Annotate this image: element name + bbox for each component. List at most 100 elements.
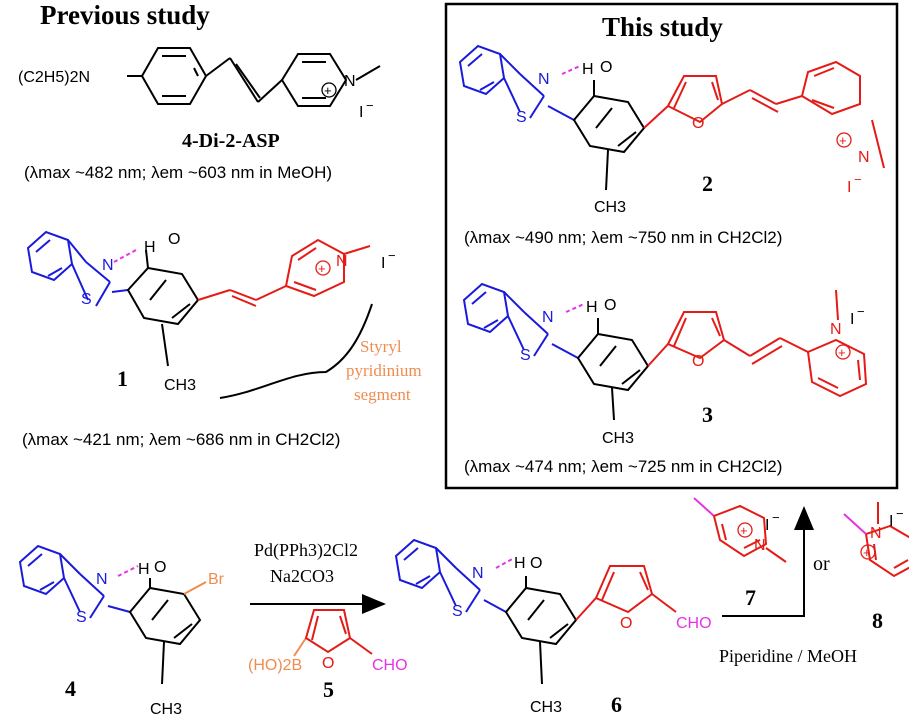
svg-text:O: O bbox=[154, 559, 166, 576]
cmpd5-label: 5 bbox=[323, 677, 334, 702]
svg-text:I: I bbox=[765, 517, 769, 534]
base-label: Na2CO3 bbox=[270, 566, 334, 586]
svg-text:CH3: CH3 bbox=[602, 430, 634, 447]
svg-text:N: N bbox=[858, 149, 870, 166]
cmpd2-label: 2 bbox=[702, 171, 713, 196]
svg-text:S: S bbox=[520, 347, 531, 364]
svg-text:N: N bbox=[102, 257, 114, 274]
svg-text:+: + bbox=[863, 545, 871, 560]
heading-previous-study: Previous study bbox=[40, 0, 210, 30]
cmpd5-labels: (HO)2B O CHO bbox=[248, 655, 408, 674]
svg-text:I: I bbox=[889, 513, 893, 530]
cmpd1-label: 1 bbox=[117, 366, 128, 391]
svg-text:H: H bbox=[138, 561, 150, 578]
svg-text:O: O bbox=[600, 59, 612, 76]
svg-text:S: S bbox=[81, 291, 92, 308]
svg-text:−: − bbox=[772, 510, 780, 525]
svg-text:(HO)2B: (HO)2B bbox=[248, 657, 302, 674]
asp-iodide: I bbox=[359, 104, 363, 121]
svg-text:N: N bbox=[538, 71, 550, 88]
asp-structure bbox=[127, 47, 381, 107]
styryl-segment-label: Styryl pyridinium segment bbox=[346, 337, 422, 404]
cmpd8-structure bbox=[843, 502, 909, 578]
svg-text:S: S bbox=[76, 609, 87, 626]
cmpd7-structure bbox=[693, 497, 787, 563]
cmpd7-labels: + N I − bbox=[737, 510, 780, 554]
svg-text:N: N bbox=[870, 525, 882, 542]
svg-text:segment: segment bbox=[354, 385, 411, 404]
svg-text:CH3: CH3 bbox=[164, 377, 196, 394]
asp-name: 4-Di-2-ASP bbox=[182, 130, 280, 152]
cmpd1-labels: N H O S CH3 + N I − bbox=[81, 231, 396, 394]
svg-text:H: H bbox=[582, 61, 594, 78]
cmpd2-structure bbox=[458, 44, 885, 191]
cmpd3-labels: N H O S O CH3 N + I − bbox=[520, 297, 865, 447]
asp-amine-label: (C2H5)2N bbox=[18, 69, 90, 86]
cmpd4-structure bbox=[18, 544, 207, 685]
svg-text:H: H bbox=[514, 555, 526, 572]
cmpd2-labels: N H O S O CH3 + N I − bbox=[516, 59, 870, 216]
cmpd1-properties: (λmax ~421 nm; λem ~686 nm in CH2Cl2) bbox=[22, 430, 340, 449]
svg-text:+: + bbox=[318, 261, 326, 276]
cmpd6-labels: N H O S O CHO CH3 bbox=[452, 555, 712, 716]
reaction-arrow-2 bbox=[722, 506, 814, 617]
cmpd1-structure bbox=[26, 230, 373, 399]
cmpd4-labels: N H O S Br CH3 bbox=[76, 559, 225, 718]
svg-text:S: S bbox=[452, 603, 463, 620]
svg-text:pyridinium: pyridinium bbox=[346, 361, 422, 380]
asp-n-label: N bbox=[344, 73, 356, 90]
svg-text:+: + bbox=[839, 133, 847, 148]
svg-text:−: − bbox=[854, 172, 862, 187]
cmpd4-label: 4 bbox=[65, 676, 76, 701]
svg-text:CHO: CHO bbox=[676, 615, 712, 632]
svg-text:O: O bbox=[168, 231, 180, 248]
svg-text:I: I bbox=[850, 311, 854, 328]
svg-text:O: O bbox=[620, 615, 632, 632]
this-study-box bbox=[444, 2, 899, 490]
svg-text:N: N bbox=[336, 253, 348, 270]
svg-text:N: N bbox=[754, 537, 766, 554]
svg-text:O: O bbox=[322, 655, 334, 672]
svg-text:CH3: CH3 bbox=[150, 701, 182, 718]
svg-text:H: H bbox=[586, 299, 598, 316]
svg-text:+: + bbox=[838, 345, 846, 360]
svg-text:CH3: CH3 bbox=[530, 699, 562, 716]
svg-text:I: I bbox=[381, 255, 385, 272]
svg-text:CHO: CHO bbox=[372, 657, 408, 674]
cmpd3-structure bbox=[462, 282, 868, 421]
cmpd8-label: 8 bbox=[872, 608, 883, 633]
cmpd3-properties: (λmax ~474 nm; λem ~725 nm in CH2Cl2) bbox=[464, 457, 782, 476]
svg-text:O: O bbox=[604, 297, 616, 314]
svg-text:−: − bbox=[857, 304, 865, 319]
svg-text:O: O bbox=[530, 555, 542, 572]
svg-text:O: O bbox=[692, 115, 704, 132]
svg-text:O: O bbox=[692, 353, 704, 370]
or-label: or bbox=[813, 553, 830, 575]
svg-text:−: − bbox=[388, 248, 396, 263]
svg-text:+: + bbox=[740, 523, 748, 538]
cmpd7-label: 7 bbox=[745, 585, 756, 610]
svg-text:N: N bbox=[96, 571, 108, 588]
svg-text:+: + bbox=[324, 83, 332, 98]
svg-text:S: S bbox=[516, 109, 527, 126]
svg-text:Br: Br bbox=[208, 571, 225, 588]
svg-text:I: I bbox=[847, 179, 851, 196]
cmpd2-properties: (λmax ~490 nm; λem ~750 nm in CH2Cl2) bbox=[464, 228, 782, 247]
asp-labels: (C2H5)2N + N I − bbox=[18, 69, 374, 121]
catalyst-label: Pd(PPh3)2Cl2 bbox=[254, 540, 358, 561]
cmpd6-structure bbox=[394, 538, 677, 685]
heading-this-study: This study bbox=[602, 12, 723, 42]
svg-text:−: − bbox=[366, 98, 374, 113]
svg-text:N: N bbox=[472, 565, 484, 582]
cmpd8-labels: N + I − bbox=[860, 506, 904, 560]
svg-text:CH3: CH3 bbox=[594, 199, 626, 216]
cmpd3-label: 3 bbox=[702, 402, 713, 427]
svg-text:Styryl: Styryl bbox=[360, 337, 402, 356]
cmpd5-structure bbox=[293, 609, 373, 657]
svg-text:N: N bbox=[830, 321, 842, 338]
asp-properties: (λmax ~482 nm; λem ~603 nm in MeOH) bbox=[24, 163, 332, 182]
svg-text:H: H bbox=[144, 239, 156, 256]
cmpd6-label: 6 bbox=[611, 692, 622, 717]
svg-text:N: N bbox=[542, 309, 554, 326]
